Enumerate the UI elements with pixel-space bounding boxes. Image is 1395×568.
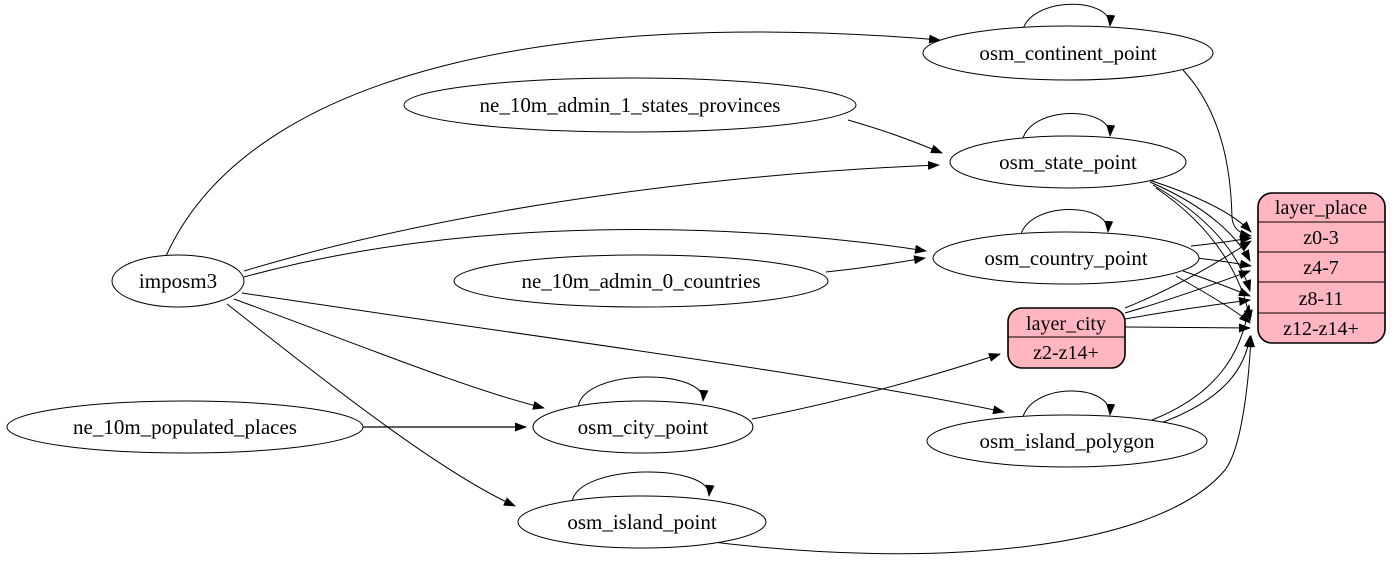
edge-group: [165, 3, 1255, 555]
osm_city_point-shape: [532, 400, 754, 454]
selfloop-osm_continent_point: [1021, 3, 1116, 34]
node-osm_island_point: osm_island_point: [517, 495, 767, 549]
edge-osm_state_point-layer_place-z8-11: [1152, 184, 1252, 292]
edge-osm_city_point-layer_city-z2-z14: [751, 353, 1001, 420]
node-osm_island_polygon: osm_island_polygon: [926, 414, 1208, 468]
osm_state_point-shape: [949, 135, 1187, 189]
edge-imposm3-osm_island_point: [226, 303, 516, 507]
edge-osm_island_polygon-layer_place-z8-11: [1151, 304, 1252, 421]
edge-layer_city-layer_place-z8-11: [1124, 296, 1251, 320]
layer_place-row-z8-11: z8-11: [1299, 288, 1344, 310]
edge-imposm3-osm_state_point: [243, 160, 940, 272]
layer_place-shape: [1257, 192, 1386, 344]
layer_city-row-z2-z14: z2-z14+: [1033, 342, 1099, 364]
edge-osm_country_point-layer_place-z4-7: [1195, 257, 1252, 269]
node-ne_10m_populated_places: ne_10m_populated_places: [6, 400, 364, 454]
layer_city-shape: [1007, 307, 1126, 369]
layer_place-row-z4-7: z4-7: [1303, 257, 1339, 279]
osm_city_point-label: osm_city_point: [578, 415, 709, 439]
node-osm_state_point: osm_state_point: [949, 135, 1187, 189]
layer_place-title: layer_place: [1275, 197, 1367, 219]
layer_place-row-z0-3: z0-3: [1303, 227, 1339, 249]
edge-ne_10m_admin_1_states_provinces-osm_state_point: [847, 119, 943, 154]
ne_10m_admin_1_states_provinces-shape: [403, 77, 857, 133]
osm_state_point-label: osm_state_point: [999, 150, 1137, 174]
layer_city-title: layer_city: [1026, 313, 1106, 335]
edge-osm_country_point-layer_place-z8-11: [1182, 270, 1251, 297]
selfloop-osm_island_point: [571, 471, 715, 503]
edge-layer_city-layer_place-z4-7: [1124, 270, 1251, 314]
node-ne_10m_admin_1_states_provinces: ne_10m_admin_1_states_provinces: [403, 77, 857, 133]
edge-imposm3-osm_continent_point: [165, 31, 941, 257]
osm_continent_point-label: osm_continent_point: [979, 41, 1156, 65]
node-osm_continent_point: osm_continent_point: [922, 25, 1214, 81]
edge-ne_10m_admin_0_countries-osm_country_point: [825, 255, 926, 273]
edge-osm_state_point-layer_place-z4-7: [1149, 181, 1251, 262]
osm_island_polygon-label: osm_island_polygon: [979, 429, 1155, 453]
node-osm_city_point: osm_city_point: [532, 400, 754, 454]
osm_country_point-shape: [932, 231, 1200, 285]
edge-osm_country_point-layer_place-z0-3: [1190, 235, 1252, 247]
osm_island_polygon-shape: [926, 414, 1208, 468]
layer_place-row-z12-z14: z12-z14+: [1283, 318, 1359, 340]
selfloop-osm_city_point: [577, 376, 709, 408]
edge-osm_state_point-layer_place-z0-3: [1145, 178, 1252, 233]
edge-osm_island_point-layer_place-z12-z14: [696, 335, 1255, 555]
osm_continent_point-shape: [922, 25, 1214, 81]
osm_island_point-label: osm_island_point: [567, 510, 717, 534]
record-layer_city: layer_city z2-z14+: [1007, 307, 1126, 369]
ne_10m_populated_places-label: ne_10m_populated_places: [73, 415, 297, 439]
ne_10m_admin_1_states_provinces-label: ne_10m_admin_1_states_provinces: [480, 93, 781, 117]
imposm3-label: imposm3: [139, 269, 217, 293]
edge-osm_island_polygon-layer_place-z12-z14: [1157, 335, 1253, 425]
edge-layer_city-layer_place-z0-3: [1124, 240, 1252, 309]
edge-osm_continent_point-layer_place-z0-3: [1182, 69, 1252, 239]
record-layer_place: layer_place z0-3 z4-7 z8-11 z12-z14+: [1257, 192, 1386, 344]
edge-imposm3-osm_island_polygon: [241, 292, 1005, 415]
node-imposm3: imposm3: [111, 254, 245, 308]
ne_10m_admin_0_countries-label: ne_10m_admin_0_countries: [521, 269, 760, 293]
selfloop-osm_state_point: [1021, 112, 1116, 143]
edge-imposm3-osm_country_point: [243, 228, 927, 278]
selfloop-osm_island_polygon: [1021, 390, 1116, 422]
ne_10m_admin_0_countries-shape: [453, 254, 829, 308]
edge-layer_city-layer_place-z12-z14: [1124, 323, 1251, 333]
node-osm_country_point: osm_country_point: [932, 231, 1200, 285]
osm_island_point-shape: [517, 495, 767, 549]
ne_10m_populated_places-shape: [6, 400, 364, 454]
selfloop-osm_country_point: [1019, 208, 1114, 239]
node-ne_10m_admin_0_countries: ne_10m_admin_0_countries: [453, 254, 829, 308]
imposm3-shape: [111, 254, 245, 308]
osm_country_point-label: osm_country_point: [984, 246, 1147, 270]
edge-imposm3-osm_city_point: [233, 298, 545, 410]
